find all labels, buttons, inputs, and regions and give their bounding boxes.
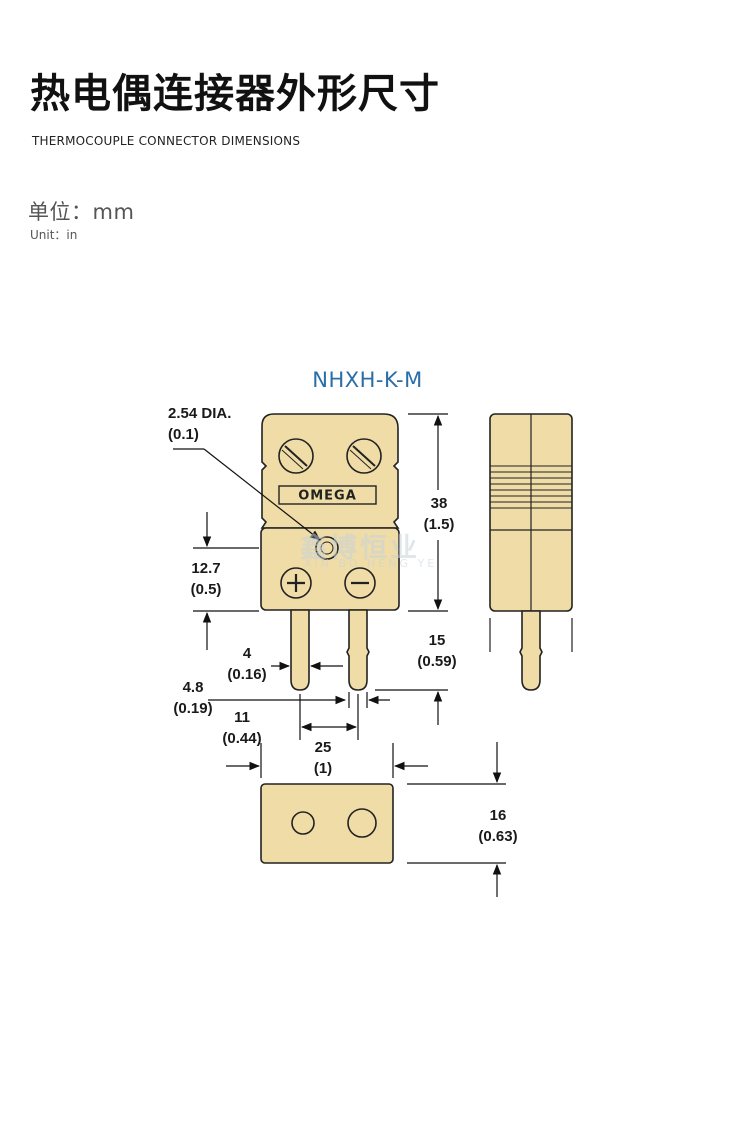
dim-pitch-label: 11(0.44)	[222, 709, 262, 747]
unit-in-label: Unit：in	[30, 228, 78, 242]
omega-label-plate	[278, 485, 377, 505]
dim-pin-gap-label: 4.8(0.19)	[173, 679, 213, 717]
model-label: NHXH-K-M	[312, 368, 423, 392]
dimension-lines	[173, 413, 506, 897]
brand-label: OMEGA	[298, 489, 357, 504]
bottom-view	[260, 783, 394, 864]
minus-terminal-icon	[344, 567, 376, 599]
pin-negative	[346, 609, 370, 691]
screw-right-icon	[346, 438, 382, 474]
pin-positive	[290, 609, 310, 691]
dim-pin-width-label: 4(0.16)	[227, 645, 267, 683]
plus-terminal-icon	[280, 567, 312, 599]
dim-length-label: 38(1.5)	[423, 495, 455, 533]
unit-mm-label: 单位：mm	[28, 200, 135, 224]
dim-width-label: 25(1)	[313, 739, 333, 777]
dim-dia-label: 2.54 DIA.(0.1)	[168, 405, 232, 443]
dim-body-label: 12.7(0.5)	[190, 560, 222, 598]
page-title: 热电偶连接器外形尺寸	[30, 71, 440, 117]
side-view	[489, 413, 573, 691]
screw-left-icon	[278, 438, 314, 474]
dim-depth-label: 16(0.63)	[478, 807, 518, 845]
dim-pin-length-label: 15(0.59)	[417, 632, 457, 670]
page-subtitle: THERMOCOUPLE CONNECTOR DIMENSIONS	[32, 134, 301, 148]
front-view	[260, 413, 400, 691]
pin-hole-icon	[315, 536, 339, 560]
